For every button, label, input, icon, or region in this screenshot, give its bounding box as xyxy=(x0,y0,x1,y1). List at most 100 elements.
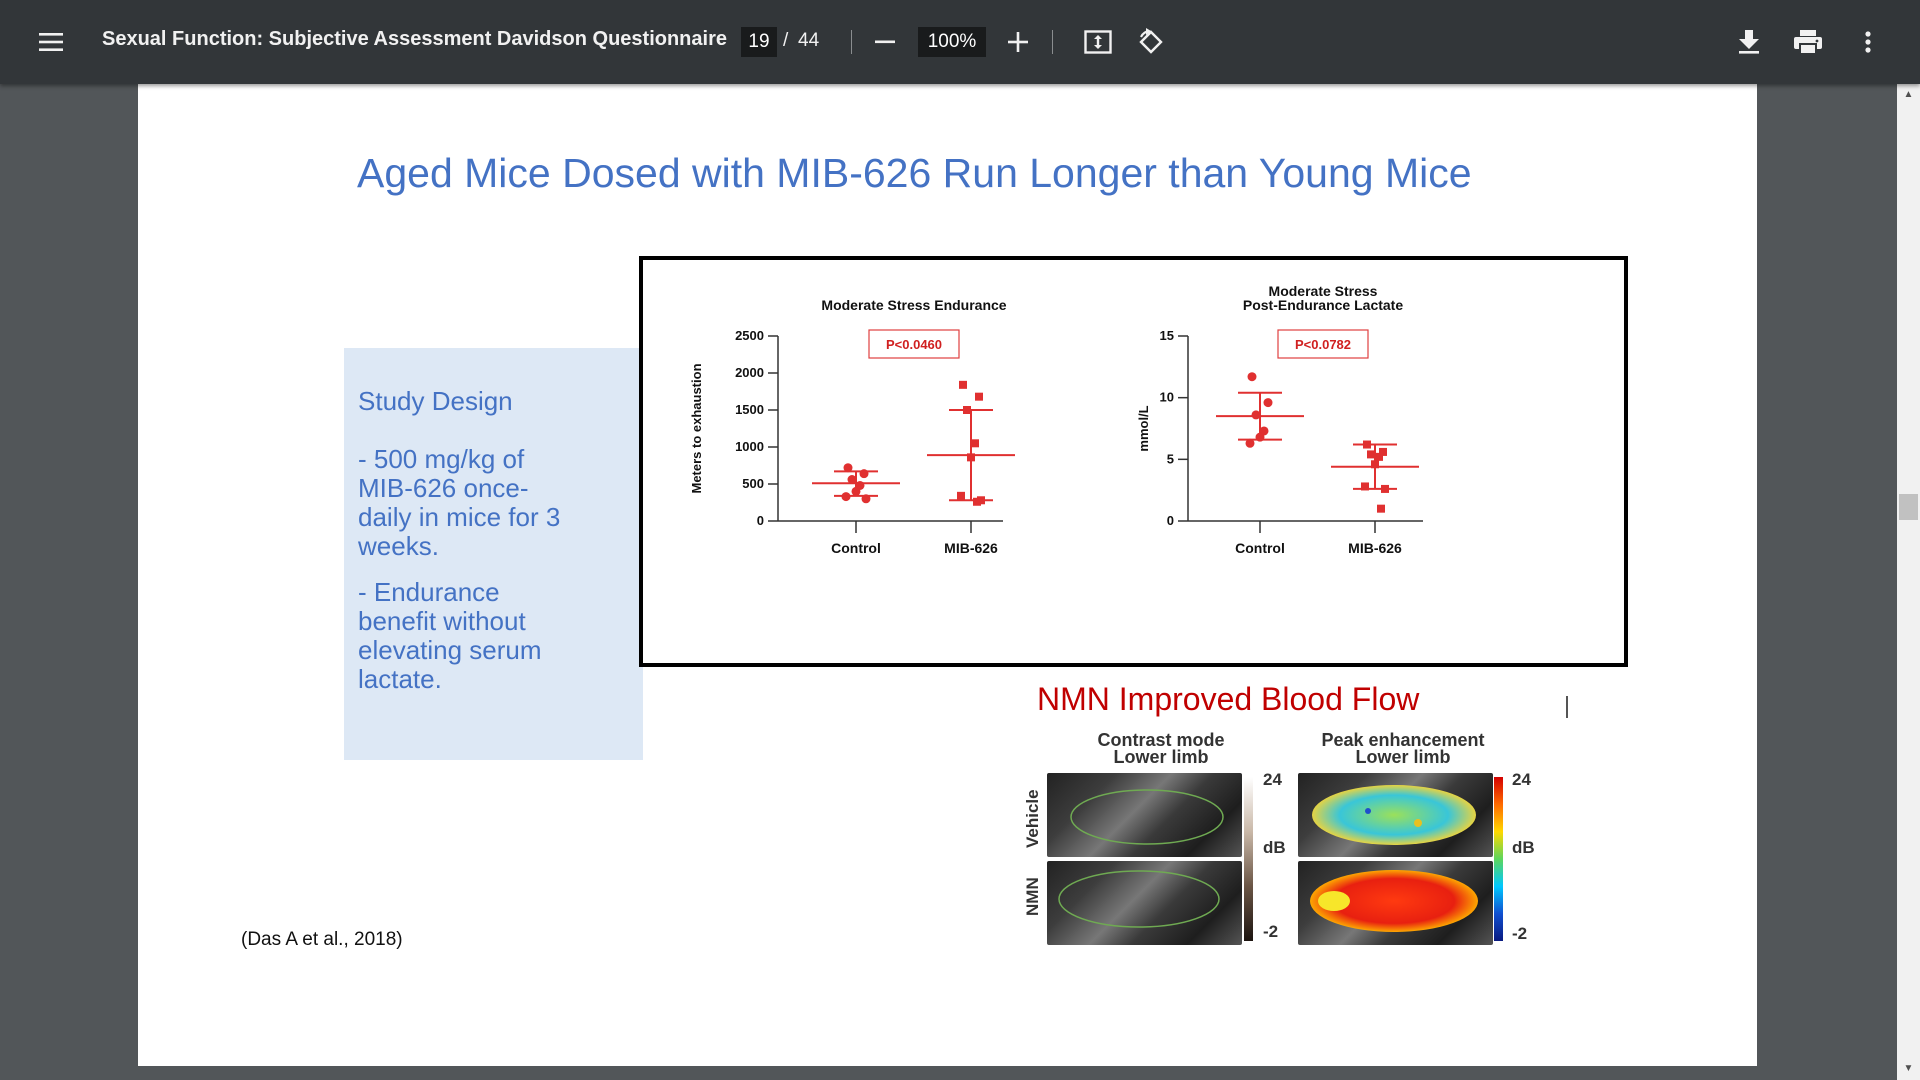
chart-title: Moderate Stress xyxy=(1269,283,1378,299)
scroll-down-icon[interactable]: ▼ xyxy=(1903,1063,1914,1074)
scale-top-label: 24 xyxy=(1512,770,1531,789)
toolbar-divider xyxy=(1052,30,1053,54)
p-value-label: P<0.0460 xyxy=(886,337,942,352)
y-tick-label: 1500 xyxy=(735,402,764,417)
data-point xyxy=(861,494,871,504)
scale-top-label: 24 xyxy=(1263,770,1282,789)
y-tick-label: 15 xyxy=(1160,328,1174,343)
data-point xyxy=(1375,452,1383,461)
y-tick-label: 0 xyxy=(757,513,764,528)
scroll-up-icon[interactable]: ▲ xyxy=(1903,89,1914,100)
nmn-title: NMN Improved Blood Flow xyxy=(1037,681,1420,717)
data-point xyxy=(1379,447,1387,456)
y-tick-label: 10 xyxy=(1160,390,1174,405)
page-total: 44 xyxy=(798,30,820,51)
data-point xyxy=(963,406,971,414)
chart-title: Post-Endurance Lactate xyxy=(1243,297,1403,313)
more-vert-icon[interactable] xyxy=(1844,18,1892,66)
bullet-line: MIB-626 once- xyxy=(358,473,529,503)
bullet-line: lactate. xyxy=(358,664,442,694)
heading-line: Contrast mode xyxy=(1097,730,1225,750)
data-point xyxy=(957,491,965,500)
text-cursor xyxy=(1566,696,1568,718)
zoom-out-icon[interactable] xyxy=(861,18,909,66)
data-point xyxy=(1371,460,1379,469)
p-value-box xyxy=(868,329,960,359)
bullet-line: daily in mice for 3 xyxy=(358,502,561,532)
zoom-input[interactable]: 100% xyxy=(918,27,986,57)
bullet-line: benefit without xyxy=(358,606,526,636)
data-point xyxy=(975,392,983,401)
data-point xyxy=(859,469,869,479)
y-tick-label: 2500 xyxy=(735,328,764,343)
vertical-scrollbar[interactable] xyxy=(1897,84,1920,1080)
col-heading-contrast: Contrast mode Lower limb xyxy=(1066,730,1256,767)
grayscale-bar xyxy=(1244,777,1253,941)
data-point xyxy=(971,439,979,448)
bullet-line: elevating serum xyxy=(358,635,542,665)
bullet-line: weeks. xyxy=(358,531,439,561)
data-point xyxy=(1361,482,1369,491)
scale-unit-label: dB xyxy=(1263,838,1286,857)
y-tick-label: 1000 xyxy=(735,439,764,454)
ultrasound-vehicle-peak xyxy=(1298,773,1493,857)
page-separator: / xyxy=(783,30,789,51)
ultrasound-nmn-peak xyxy=(1298,861,1493,945)
study-design-bullet-dose: - 500 mg/kg of MIB-626 once- daily in mi… xyxy=(358,445,588,561)
zoom-in-icon[interactable] xyxy=(994,18,1042,66)
data-point xyxy=(967,453,975,462)
bullet-line: - 500 mg/kg of xyxy=(358,444,525,474)
study-design-box xyxy=(344,348,643,760)
col-heading-peak: Peak enhancement Lower limb xyxy=(1298,730,1508,767)
citation: (Das A et al., 2018) xyxy=(241,929,403,950)
scale-bottom-label: -2 xyxy=(1512,924,1528,943)
charts-svg: Moderate Stress Endurance 0 500 1000 1500 200… xyxy=(689,283,1423,556)
data-point xyxy=(973,497,981,506)
data-point xyxy=(1255,432,1265,442)
menu-icon[interactable] xyxy=(27,18,75,66)
page-number-input[interactable]: 19 xyxy=(741,27,777,57)
slide-title: Aged Mice Dosed with MIB-626 Run Longer … xyxy=(357,150,1472,196)
study-design-heading: Study Design xyxy=(358,386,513,416)
data-point xyxy=(1381,484,1389,493)
p-value-label: P<0.0782 xyxy=(1295,337,1351,352)
x-tick-label: Control xyxy=(831,540,881,556)
data-point xyxy=(847,475,857,485)
data-point xyxy=(841,492,851,502)
chart-frame: Moderate Stress Endurance 0 500 1000 1500 200… xyxy=(639,256,1628,667)
heading-line: Lower limb xyxy=(1113,747,1209,767)
print-icon[interactable] xyxy=(1784,18,1832,66)
color-scale-bar xyxy=(1494,777,1503,941)
data-point xyxy=(843,463,853,473)
row-label-nmn: NMN xyxy=(1023,877,1042,916)
y-axis-label: Meters to exhaustion xyxy=(689,363,704,493)
chart-title: Moderate Stress Endurance xyxy=(821,297,1006,313)
p-value-box xyxy=(1277,329,1369,359)
pdf-page: Aged Mice Dosed with MIB-626 Run Longer … xyxy=(138,84,1757,1066)
rotate-icon[interactable] xyxy=(1127,18,1175,66)
y-tick-label: 500 xyxy=(742,476,764,491)
x-tick-label: MIB-626 xyxy=(944,540,998,556)
scale-unit-label: dB xyxy=(1512,838,1535,857)
data-point xyxy=(1263,398,1273,408)
ultrasound-nmn-contrast xyxy=(1047,861,1242,945)
heading-line: Lower limb xyxy=(1355,747,1451,767)
bullet-line: - Endurance xyxy=(358,577,500,607)
data-point xyxy=(851,486,861,496)
y-axis-label: mmol/L xyxy=(1136,405,1151,451)
data-point xyxy=(1377,504,1385,513)
scale-bottom-label: -2 xyxy=(1263,922,1279,941)
toolbar-divider xyxy=(851,30,852,54)
x-tick-label: Control xyxy=(1235,540,1285,556)
download-icon[interactable] xyxy=(1725,18,1773,66)
heading-line: Peak enhancement xyxy=(1321,730,1485,750)
data-point xyxy=(1367,450,1375,459)
x-tick-label: MIB-626 xyxy=(1348,540,1402,556)
fit-page-icon[interactable] xyxy=(1074,18,1122,66)
data-point xyxy=(959,380,967,389)
data-point xyxy=(1247,372,1257,382)
y-tick-label: 2000 xyxy=(735,365,764,380)
scroll-thumb[interactable] xyxy=(1899,494,1918,520)
data-point xyxy=(1363,440,1371,449)
pdf-toolbar: Sexual Function: Subjective Assessment D… xyxy=(0,0,1920,84)
